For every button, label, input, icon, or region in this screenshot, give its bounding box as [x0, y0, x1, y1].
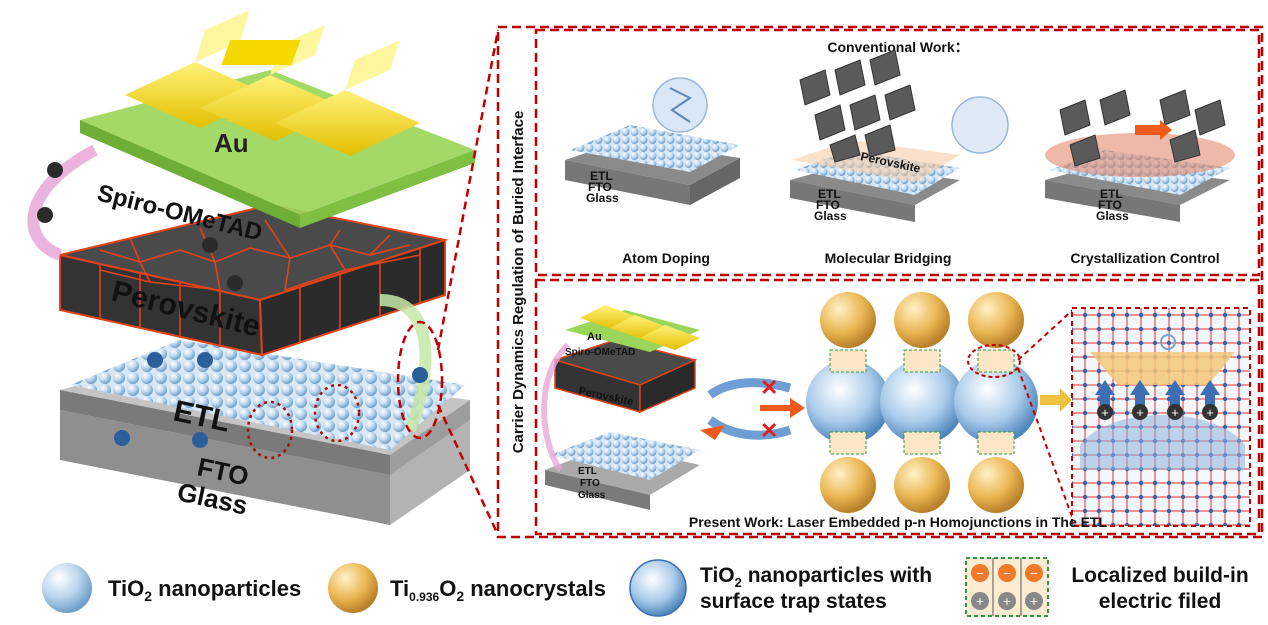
vertical-title: Carrier Dynamics Regulation of Buried In…: [510, 111, 527, 454]
lattice-zoom: + + + +: [1071, 307, 1251, 527]
legend: TiO2 nanoparticles Ti0.936O2 nanocrystal…: [42, 557, 1249, 617]
minus-2: −: [1003, 566, 1011, 581]
highlight-ellipse: [396, 320, 444, 440]
crystallization-label: Crystallization Control: [1070, 250, 1219, 266]
molecular-bridging-label: Molecular Bridging: [825, 250, 952, 266]
legend-field-line2: electric filed: [1099, 590, 1222, 613]
column-1: [806, 292, 890, 513]
legend-tio2: TiO2 nanoparticles: [108, 576, 301, 604]
present-border: [534, 278, 1261, 536]
minus-1: −: [976, 566, 984, 581]
bridging-fto: FTO: [816, 198, 840, 212]
mini-au: Au: [587, 331, 602, 343]
atom-doping-fto: FTO: [588, 180, 612, 194]
connector-bottom: [436, 404, 500, 536]
legend-trap-line1: TiO2 nanoparticles with: [700, 564, 932, 590]
plus-1: +: [1101, 405, 1109, 420]
trap-circle-2: [313, 383, 361, 443]
plus-legend-1: +: [976, 593, 984, 609]
au-electrodes: [125, 10, 420, 156]
au-label: Au: [214, 128, 249, 158]
device-stack: Au Spiro-OMeTAD Perovskite ETL FTO Glass: [27, 10, 475, 525]
electron-path: [379, 294, 432, 433]
ti-nanocrystal-legend-icon: [328, 563, 378, 613]
legend-field-line1: Localized build-in: [1071, 564, 1248, 587]
connector-top: [436, 29, 500, 351]
trap-circle-1: [246, 400, 294, 460]
plus-3: +: [1171, 405, 1179, 420]
nanoparticle-columns: [806, 292, 1076, 526]
mini-spiro: Spiro-OMeTAD: [565, 347, 635, 358]
present-title: Present Work: Laser Embedded p-n Homojun…: [689, 514, 1108, 530]
mini-fto: FTO: [580, 478, 600, 489]
tio2-legend-icon: [42, 563, 92, 613]
trap-legend-icon: [629, 559, 687, 617]
conventional-border: [534, 28, 1261, 277]
carrier-markers: [37, 162, 428, 448]
column-2: [880, 292, 964, 513]
crystal-etl: ETL: [1100, 187, 1123, 201]
block-mark-1: ✕: [760, 375, 778, 400]
atom-doping-etl: ETL: [590, 169, 613, 183]
right-panel-border: [496, 25, 1264, 539]
plus-legend-2: +: [1003, 593, 1011, 609]
plus-2: +: [1136, 405, 1144, 420]
etl-layer: [70, 340, 465, 450]
panel-atom-doping: ETL FTO Glass Atom Doping: [565, 77, 740, 266]
conventional-title: Conventional Work：: [827, 39, 968, 55]
column-3: [954, 292, 1038, 513]
hole-path: [27, 144, 98, 261]
perovskite-block: [59, 203, 449, 357]
mini-etl: ETL: [578, 466, 597, 477]
crystal-glass: Glass: [1096, 209, 1129, 223]
minus-3: −: [1030, 566, 1038, 581]
mini-glass: Glass: [578, 490, 606, 501]
plus-charges: + + + +: [1097, 404, 1218, 420]
bridging-etl: ETL: [818, 187, 841, 201]
crystal-fto: FTO: [1098, 198, 1122, 212]
carrier-arrows: ✕ ✕: [700, 375, 805, 443]
plus-4: +: [1206, 405, 1214, 420]
block-mark-2: ✕: [760, 418, 778, 443]
atom-doping-glass: Glass: [586, 191, 619, 205]
atom-doping-label: Atom Doping: [622, 250, 710, 266]
plus-legend-3: +: [1030, 593, 1038, 609]
panel-crystallization: ETL FTO Glass Crystallization Control: [1045, 89, 1235, 266]
present-mini-device: Au Spiro-OMeTAD Perovskite ETL FTO Glass: [541, 305, 700, 510]
legend-ti: Ti0.936O2 nanocrystals: [390, 576, 606, 604]
bridging-glass: Glass: [814, 209, 847, 223]
panel-molecular-bridging: Perovskite ETL FTO Glass Molecular Bridg…: [790, 49, 1009, 266]
legend-trap-line2: surface trap states: [700, 590, 887, 613]
field-legend-icon: − − − + + +: [965, 557, 1049, 617]
